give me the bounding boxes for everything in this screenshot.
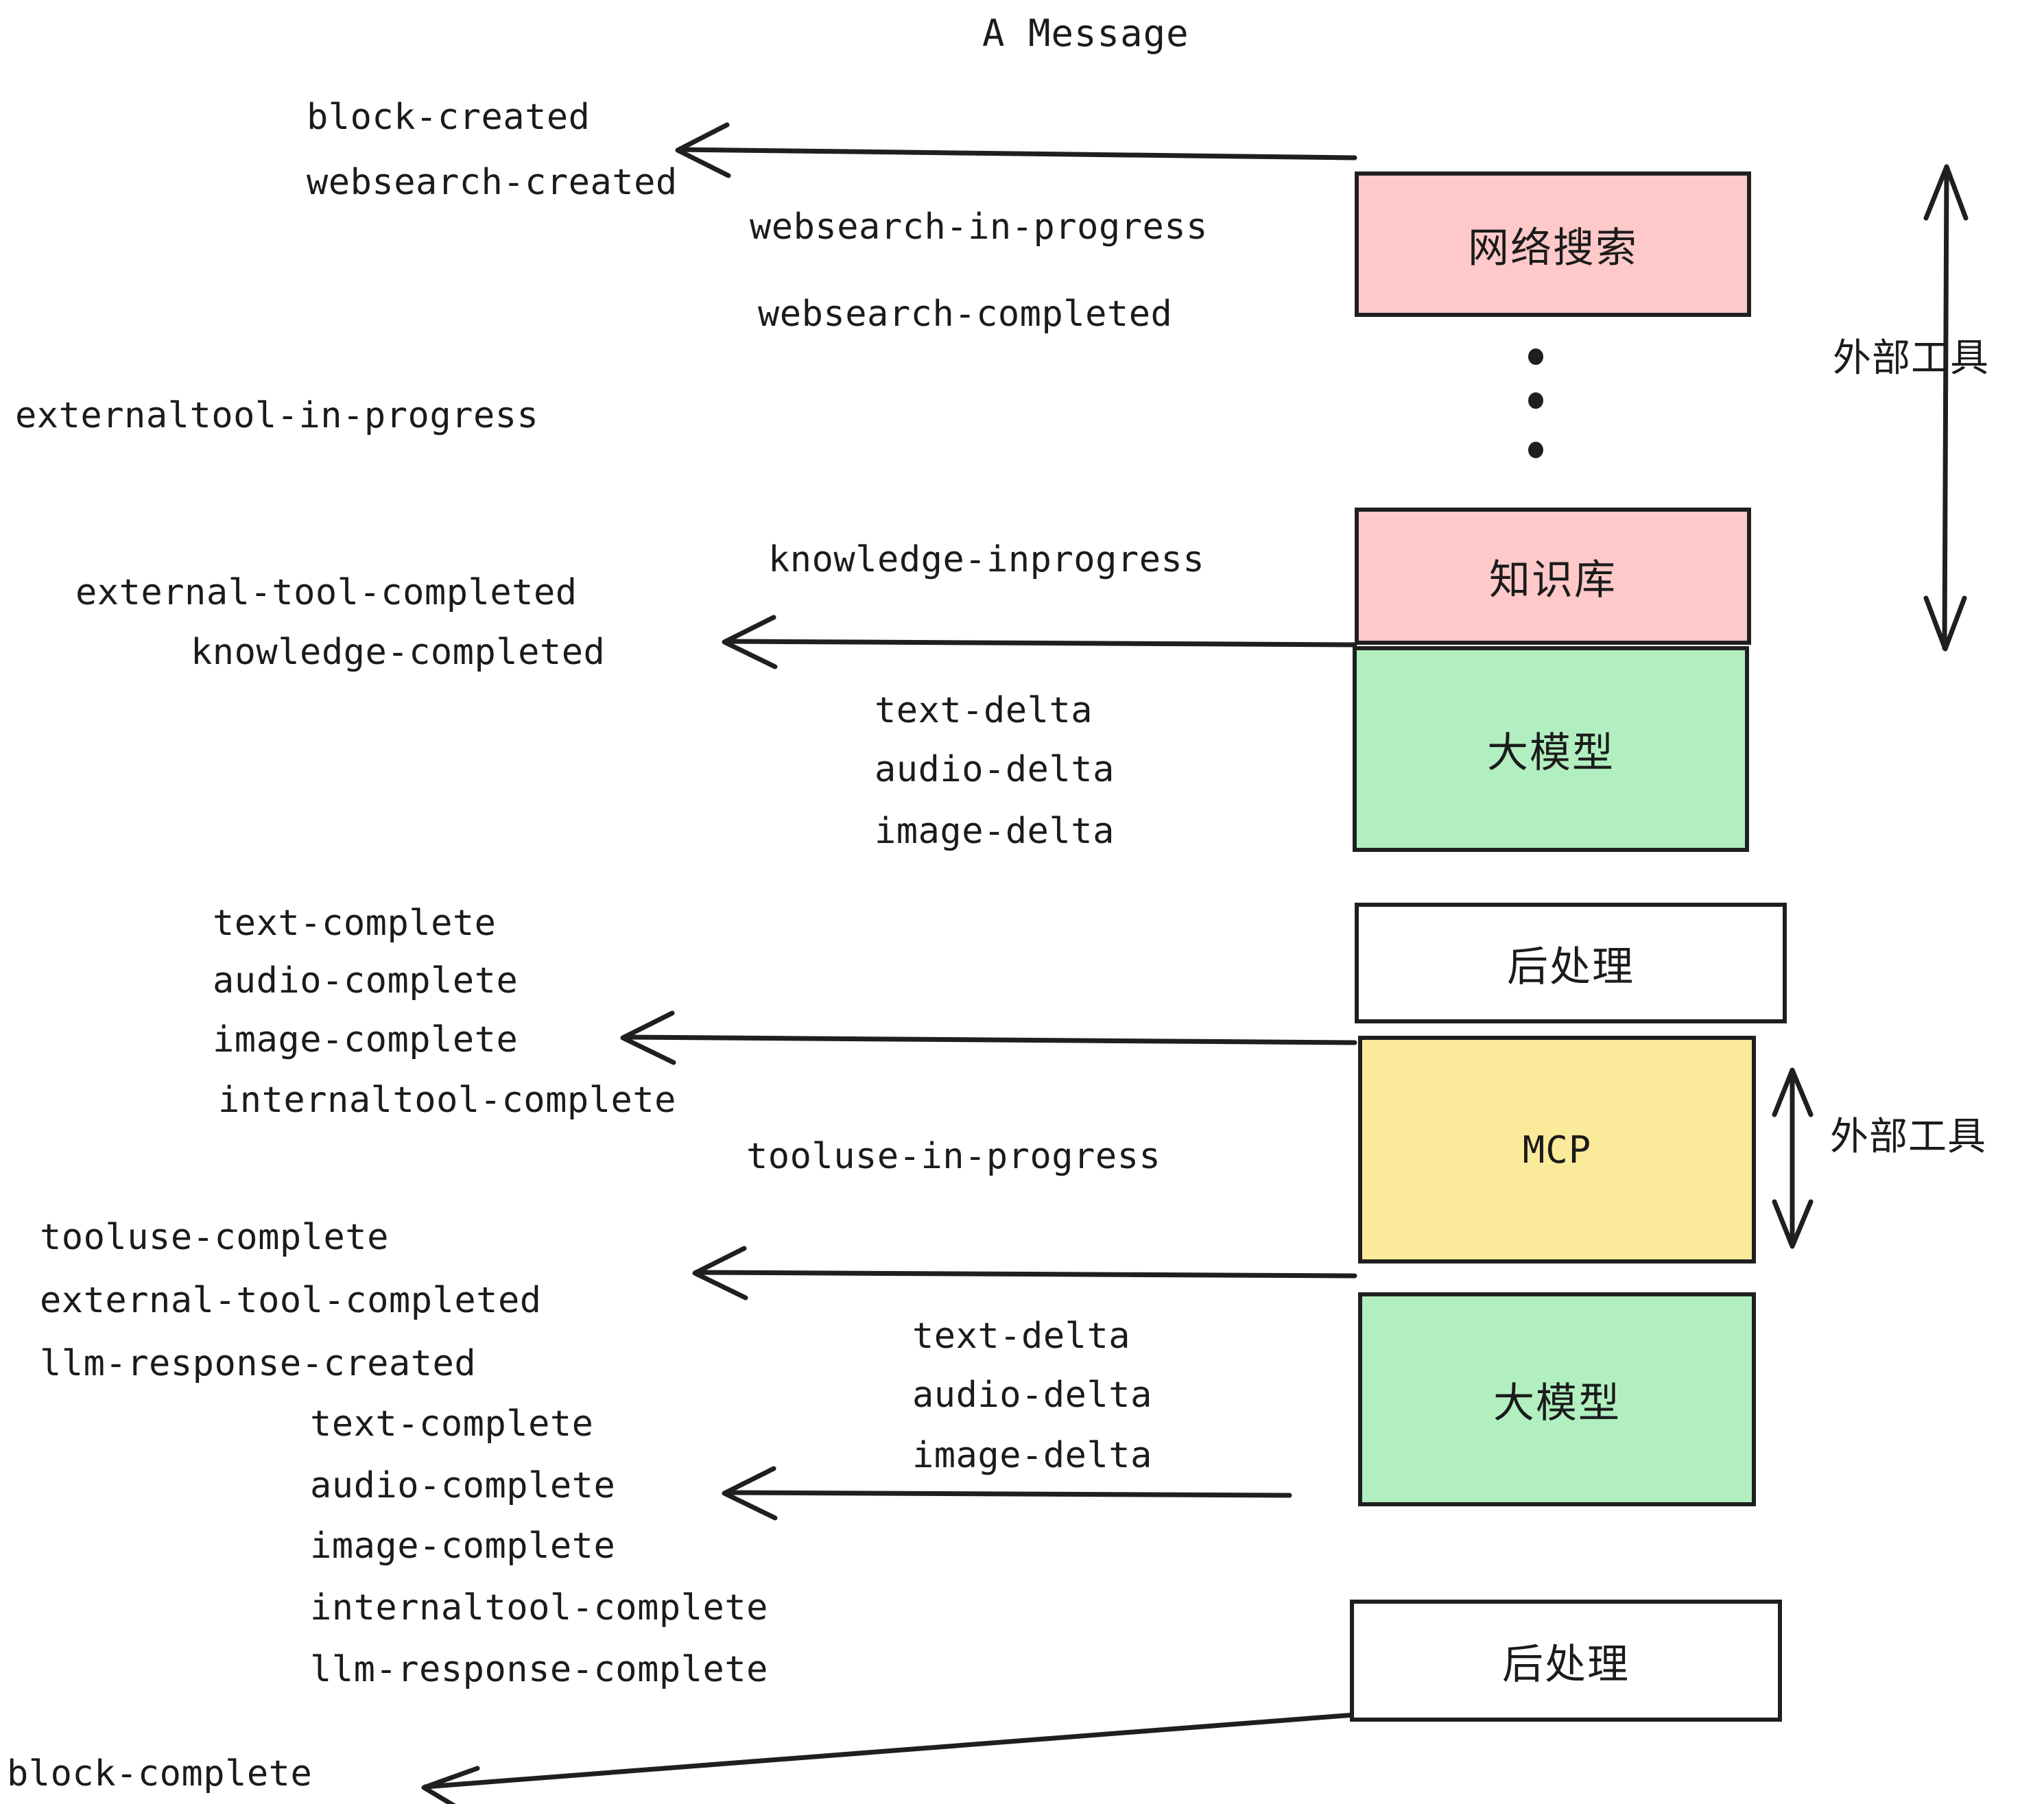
side-label-external-tool-top: 外部工具 [1833, 336, 1989, 381]
event-label-tooluse-complete: tooluse-complete [40, 1217, 389, 1258]
event-label-tooluse-in-progress: tooluse-in-progress [746, 1136, 1161, 1177]
event-label-audio-delta-2: audio-delta [912, 1375, 1152, 1416]
event-label-text-delta-1: text-delta [875, 690, 1093, 731]
node-postprocess-second-label: 后处理 [1502, 1640, 1630, 1689]
node-mcp[interactable]: MCP [1358, 1036, 1756, 1263]
event-label-knowledge-inprogress: knowledge-inprogress [768, 539, 1205, 580]
node-llm-first-label: 大模型 [1487, 728, 1615, 777]
event-label-image-complete-1: image-complete [213, 1019, 519, 1060]
event-label-llm-response-complete: llm-response-complete [310, 1649, 768, 1690]
ellipsis-dot-icon [1528, 442, 1543, 458]
page-title: A Message [982, 12, 1189, 55]
node-websearch[interactable]: 网络搜索 [1355, 171, 1751, 317]
node-websearch-label: 网络搜索 [1468, 224, 1638, 272]
node-llm-first[interactable]: 大模型 [1353, 646, 1749, 852]
event-label-external-tool-completed-2: external-tool-completed [40, 1280, 542, 1321]
node-knowledge[interactable]: 知识库 [1355, 508, 1751, 645]
event-label-websearch-created: websearch-created [307, 162, 678, 203]
node-llm-second-label: 大模型 [1493, 1379, 1621, 1427]
event-label-audio-complete-1: audio-complete [213, 960, 519, 1001]
event-label-knowledge-completed: knowledge-completed [191, 632, 606, 673]
event-label-websearch-in-progress: websearch-in-progress [750, 206, 1208, 248]
event-label-audio-delta-1: audio-delta [875, 749, 1115, 790]
event-label-text-delta-2: text-delta [912, 1316, 1131, 1357]
node-llm-second[interactable]: 大模型 [1358, 1292, 1756, 1506]
event-label-internaltool-complete-2: internaltool-complete [310, 1587, 768, 1628]
node-postprocess-second[interactable]: 后处理 [1350, 1600, 1782, 1722]
side-label-external-tool-bottom: 外部工具 [1830, 1115, 1986, 1159]
ellipsis-dot-icon [1528, 392, 1543, 409]
ellipsis-dot-icon [1528, 348, 1543, 365]
event-label-block-created: block-created [307, 97, 591, 138]
node-knowledge-label: 知识库 [1489, 556, 1617, 604]
node-mcp-label: MCP [1522, 1128, 1592, 1172]
event-label-llm-response-created: llm-response-created [40, 1343, 477, 1384]
event-label-image-complete-2: image-complete [310, 1526, 616, 1567]
event-label-external-tool-completed: external-tool-completed [75, 572, 578, 613]
node-postprocess-first[interactable]: 后处理 [1355, 903, 1787, 1023]
event-label-websearch-completed: websearch-completed [758, 294, 1173, 335]
event-label-text-complete-1: text-complete [213, 903, 497, 944]
node-postprocess-first-label: 后处理 [1507, 942, 1635, 991]
event-label-image-delta-2: image-delta [912, 1435, 1152, 1476]
event-label-audio-complete-2: audio-complete [310, 1465, 616, 1506]
event-label-text-complete-2: text-complete [310, 1403, 594, 1445]
event-label-block-complete: block-complete [7, 1753, 313, 1794]
event-label-image-delta-1: image-delta [875, 811, 1115, 852]
event-label-internaltool-complete-1: internaltool-complete [218, 1080, 676, 1121]
event-label-externaltool-in-progress: externaltool-in-progress [15, 395, 539, 436]
